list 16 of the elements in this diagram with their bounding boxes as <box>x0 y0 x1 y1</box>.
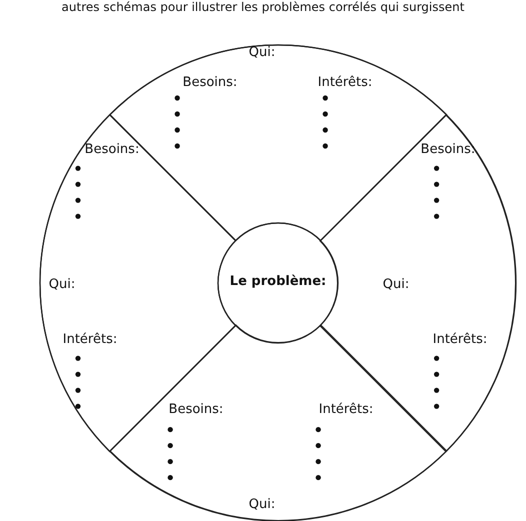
field-label: Intérêts: <box>318 402 374 417</box>
title: autres schémas pour illustrer les problèmes corrélés qui surgissent <box>62 0 464 14</box>
wheel-outline <box>40 45 516 521</box>
field-label: Besoins: <box>84 142 140 157</box>
field-label: Besoins: <box>168 402 224 417</box>
role-label: Qui: <box>248 45 276 60</box>
field-label: Intérêts: <box>318 75 372 90</box>
field-label: Besoins: <box>182 75 238 90</box>
problem-circle <box>218 223 338 343</box>
problem-label: Le problème: <box>230 274 326 289</box>
role-label: Qui: <box>248 496 276 512</box>
role-label: Qui: <box>48 276 76 292</box>
field-label: Intérêts: <box>432 332 488 347</box>
field-label: Intérêts: <box>62 332 118 347</box>
field-label: Besoins: <box>420 142 476 157</box>
role-label: Qui: <box>382 276 410 292</box>
